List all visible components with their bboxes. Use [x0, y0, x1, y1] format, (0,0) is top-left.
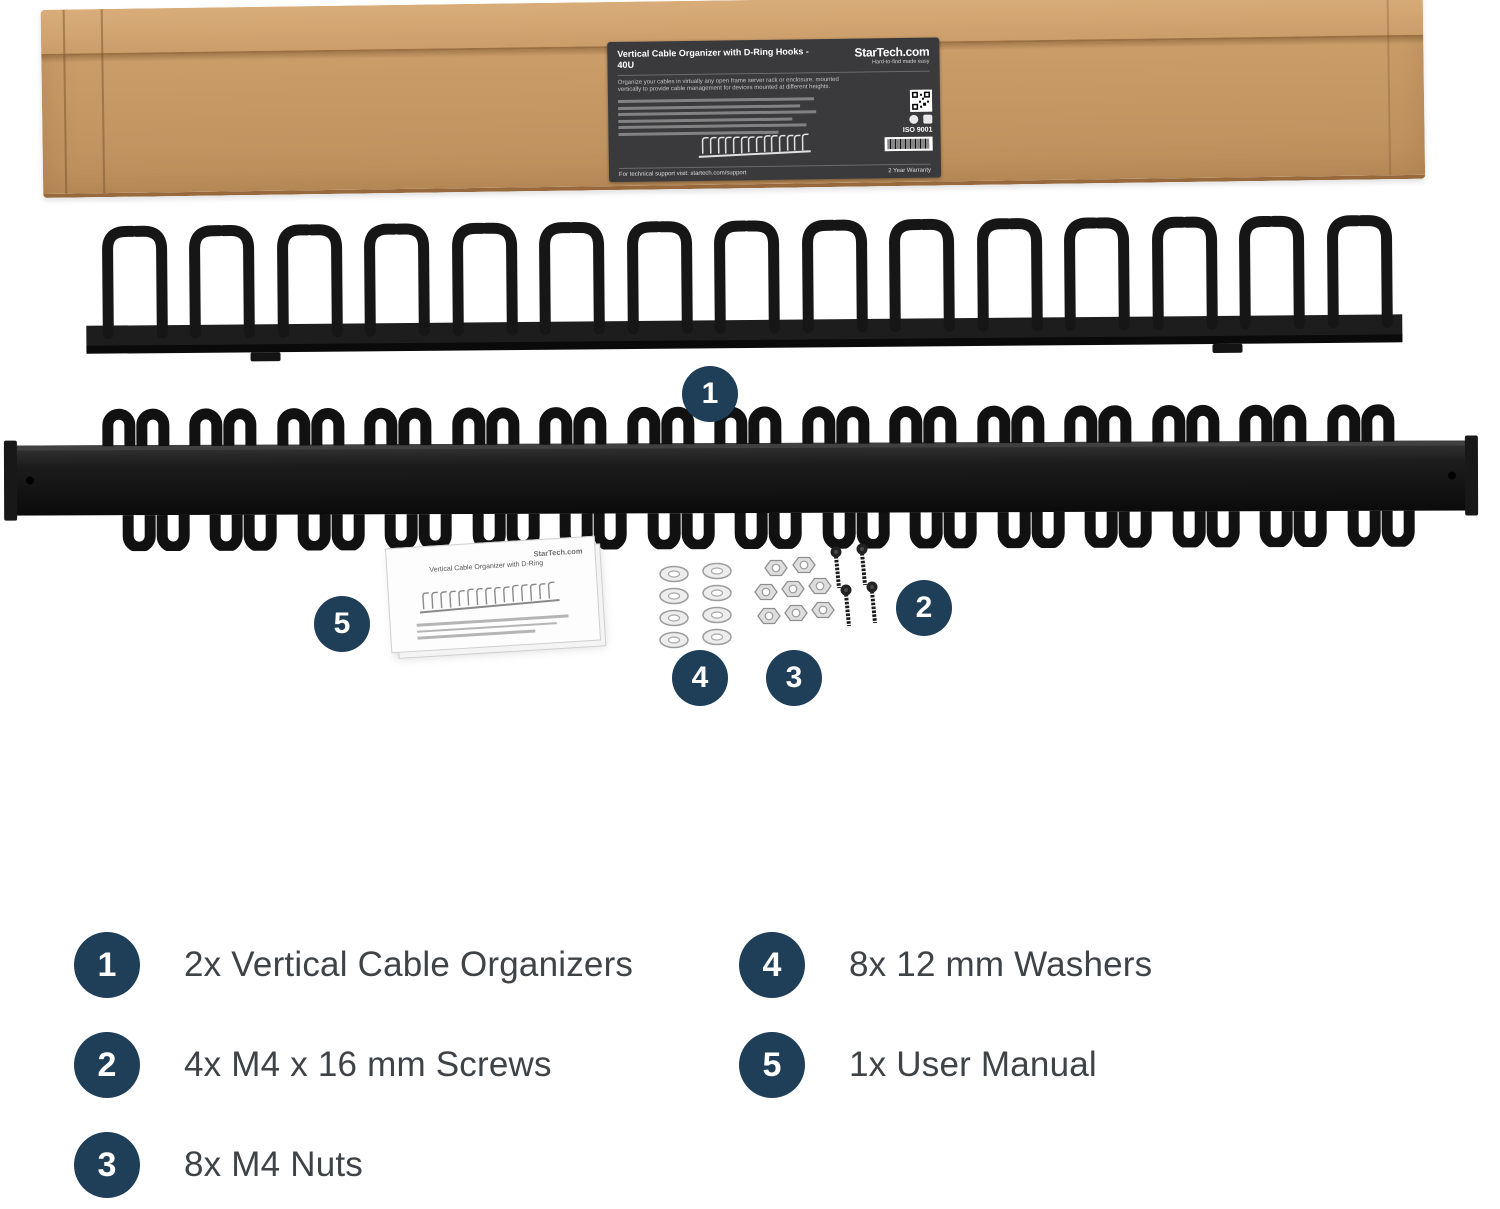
- legend-badge-5: 5: [739, 1032, 805, 1098]
- callout-badge-1-number: 1: [701, 377, 719, 410]
- legend-badge-2: 2: [74, 1032, 140, 1098]
- legend-label-5: 1x User Manual: [849, 1045, 1097, 1084]
- iso-9001-text: ISO 9001: [902, 126, 933, 134]
- box-label-footer: For technical support visit: startech.co…: [618, 163, 932, 178]
- cable-organizer-top-view: [86, 199, 1403, 362]
- organizer-line-icon: [698, 133, 811, 158]
- manual-text-lines: [416, 614, 570, 643]
- certification-icons: [904, 114, 933, 124]
- callout-badge-3: 3: [766, 650, 822, 706]
- legend-item-1: 1 2x Vertical Cable Organizers: [74, 932, 633, 998]
- legend-badge-4: 4: [739, 932, 805, 998]
- callout-badge-2: 2: [896, 580, 952, 636]
- legend-item-5: 5 1x User Manual: [739, 1032, 1097, 1098]
- box-label-header: Vertical Cable Organizer with D-Ring Hoo…: [617, 44, 930, 76]
- nuts-group: [754, 556, 835, 625]
- legend-badge-4-number: 4: [762, 945, 782, 984]
- box-label-certifications: ISO 9001: [852, 89, 933, 152]
- callout-badge-1: 1: [682, 366, 738, 422]
- support-text: For technical support visit: startech.co…: [619, 170, 747, 178]
- cable-organizer-front-view: [3, 394, 1479, 551]
- legend-badge-3: 3: [74, 1132, 140, 1198]
- product-box: Vertical Cable Organizer with D-Ring Hoo…: [40, 0, 1426, 198]
- callout-badge-5: 5: [314, 596, 370, 652]
- legend-label-4: 8x 12 mm Washers: [849, 945, 1153, 984]
- barcode: [884, 136, 933, 152]
- box-label-description: Organize your cables in virtually any op…: [617, 76, 839, 94]
- legend-label-1: 2x Vertical Cable Organizers: [184, 945, 634, 984]
- brand-tagline: Hard-to-find made easy: [871, 58, 930, 66]
- callout-badge-4: 4: [672, 650, 728, 706]
- manual-title: Vertical Cable Organizer with D-Ring: [429, 559, 544, 574]
- legend-badge-5-number: 5: [762, 1045, 782, 1084]
- legend-label-2: 4x M4 x 16 mm Screws: [184, 1045, 552, 1084]
- manual-brand: StarTech.com: [533, 546, 583, 559]
- warranty-text: 2 Year Warranty: [888, 167, 932, 175]
- legend-badge-1: 1: [74, 932, 140, 998]
- multilanguage-text-lines: [618, 97, 817, 136]
- callout-badge-2-number: 2: [915, 591, 933, 624]
- legend-badge-3-number: 3: [97, 1145, 117, 1184]
- user-manual: StarTech.com Vertical Cable Organizer wi…: [384, 535, 602, 654]
- brand-name: StarTech.com: [854, 44, 930, 60]
- callout-badge-3-number: 3: [785, 661, 803, 694]
- legend-item-2: 2 4x M4 x 16 mm Screws: [74, 1032, 552, 1098]
- callout-badge-5-number: 5: [333, 607, 351, 640]
- brand-logo: StarTech.com Hard-to-find made easy: [854, 45, 929, 66]
- legend-item-3: 3 8x M4 Nuts: [74, 1132, 363, 1198]
- screws-group: [828, 541, 880, 628]
- legend-badge-2-number: 2: [97, 1045, 117, 1084]
- legend-label-3: 8x M4 Nuts: [184, 1145, 363, 1184]
- legend-badge-1-number: 1: [97, 945, 117, 984]
- manual-diagram: [419, 581, 560, 614]
- callout-badge-4-number: 4: [691, 661, 709, 694]
- box-label-title: Vertical Cable Organizer with D-Ring Hoo…: [617, 46, 809, 70]
- legend-item-4: 4 8x 12 mm Washers: [739, 932, 1152, 998]
- box-label: Vertical Cable Organizer with D-Ring Hoo…: [607, 37, 942, 183]
- washers-group: [659, 562, 732, 649]
- qr-code: [909, 89, 933, 112]
